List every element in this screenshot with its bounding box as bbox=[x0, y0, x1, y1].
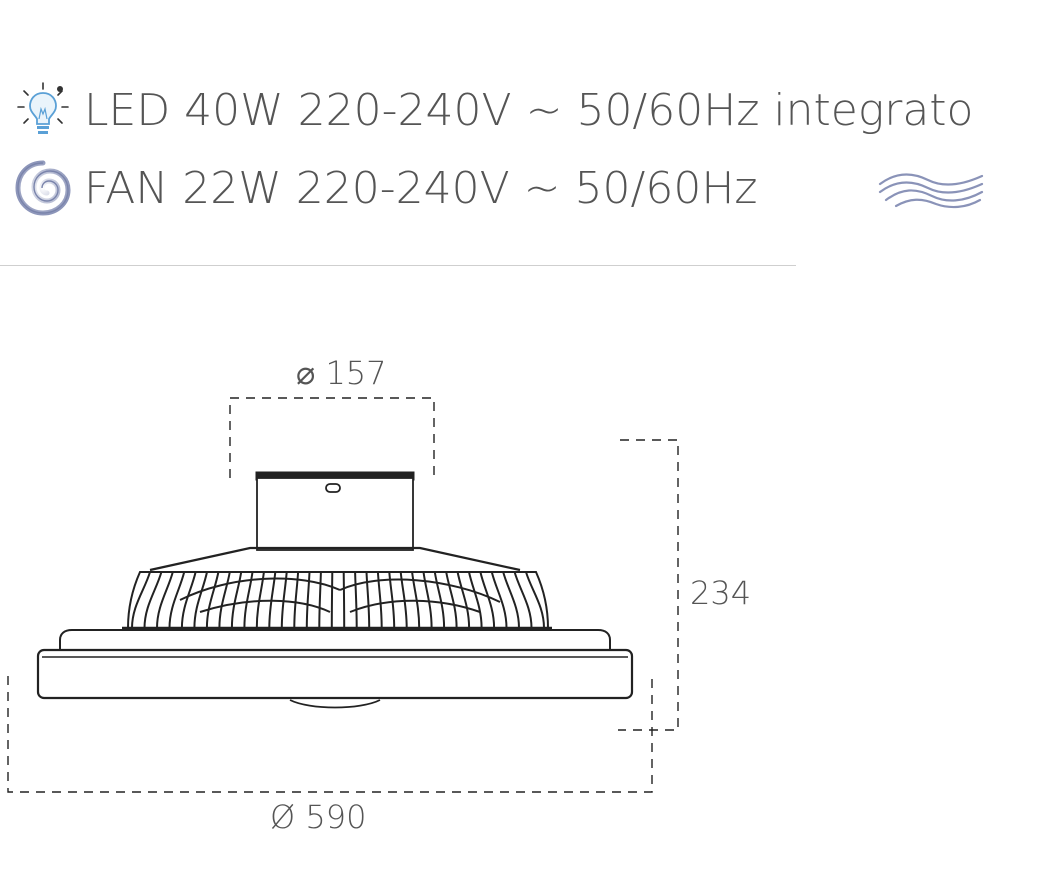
cage-bar bbox=[342, 571, 346, 629]
wind-waves-icon bbox=[878, 173, 984, 209]
lamp-body bbox=[36, 629, 634, 709]
cage-bar bbox=[243, 571, 254, 629]
cage-bar bbox=[280, 571, 288, 629]
cage-bar bbox=[376, 571, 383, 629]
cage-bar bbox=[131, 571, 151, 629]
spec-row-led: LED 40W 220-240V ~ 50/60Hz integrato bbox=[14, 78, 973, 142]
swirl-icon bbox=[15, 160, 71, 216]
cage-bar bbox=[411, 571, 421, 629]
ceiling-canopy bbox=[255, 471, 415, 551]
light-bulb-icon bbox=[17, 82, 69, 134]
cage-bar bbox=[205, 571, 220, 629]
cage-bar bbox=[156, 571, 174, 629]
fan-light-technical-drawing bbox=[7, 397, 679, 793]
bottom-diameter-label: Ø 590 bbox=[270, 798, 367, 836]
cage-bar bbox=[268, 571, 277, 629]
cage-bar bbox=[365, 571, 371, 629]
cage-bar bbox=[318, 571, 322, 629]
cage-bar bbox=[479, 571, 496, 629]
top-diameter-label: ⌀ 157 bbox=[296, 354, 387, 392]
cage-bar bbox=[168, 571, 186, 629]
bottom-diameter-dimension bbox=[7, 676, 653, 793]
spec-row-fan: FAN 22W 220-240V ~ 50/60Hz bbox=[14, 156, 758, 220]
section-divider bbox=[0, 265, 796, 266]
cage-bar bbox=[293, 571, 300, 629]
cage-bar bbox=[433, 571, 446, 629]
cage-bar bbox=[180, 571, 197, 629]
cage-bar bbox=[305, 571, 311, 629]
cage-bar bbox=[230, 571, 243, 629]
cage-bar bbox=[456, 571, 471, 629]
cage-bar bbox=[354, 571, 358, 629]
fan-cage bbox=[122, 546, 552, 630]
cage-bar bbox=[399, 571, 408, 629]
cage-bar bbox=[193, 571, 208, 629]
cage-bar bbox=[422, 571, 433, 629]
cage-bar bbox=[468, 571, 483, 629]
fan-spec-text: FAN 22W 220-240V ~ 50/60Hz bbox=[84, 162, 758, 214]
height-label: 234 bbox=[690, 574, 752, 612]
cage-bar bbox=[525, 571, 545, 629]
cage-bar bbox=[255, 571, 265, 629]
top-diameter-dimension bbox=[229, 397, 435, 478]
cage-bar bbox=[388, 571, 396, 629]
cage-bar bbox=[490, 571, 508, 629]
cage-bar bbox=[445, 571, 458, 629]
cage-bar bbox=[143, 571, 163, 629]
cage-bar bbox=[502, 571, 520, 629]
cage-bar bbox=[513, 571, 533, 629]
cage-bar bbox=[330, 571, 334, 629]
cage-bar bbox=[218, 571, 231, 629]
led-spec-text: LED 40W 220-240V ~ 50/60Hz integrato bbox=[84, 84, 974, 136]
